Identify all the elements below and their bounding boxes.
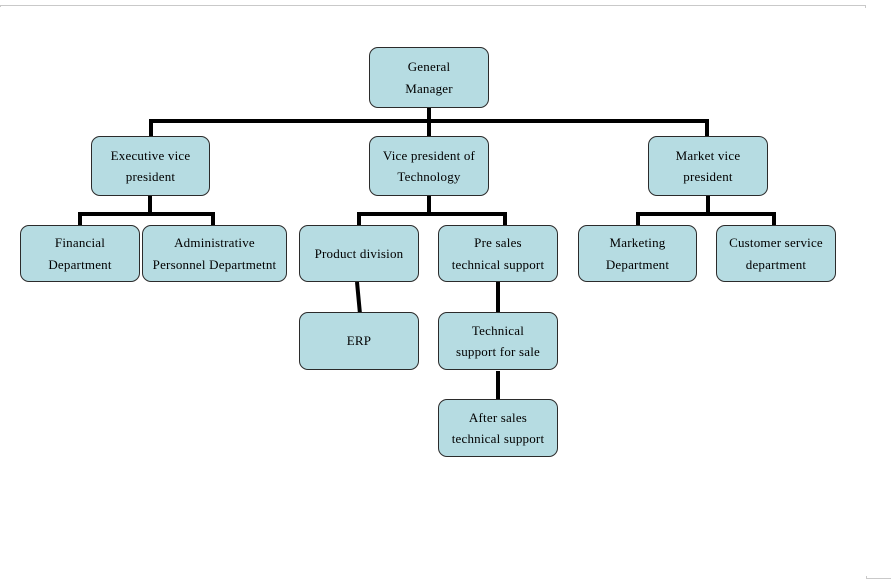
node-financial-department-line1: Financial (54, 235, 106, 251)
node-technical-support-for-sale-line2: support for sale (455, 344, 541, 359)
node-administrative-personnel-department-line1: Administrative (174, 235, 255, 251)
node-pre-sales-technical-support-line2: technical support (451, 256, 545, 272)
connector-evp-to-admin-personnel (211, 212, 215, 226)
node-product-division-line1: Product division (314, 245, 404, 261)
node-product-division[interactable]: Product division (299, 225, 419, 282)
node-erp[interactable]: ERP (299, 312, 419, 370)
page-frame-bottom-right-tick (866, 576, 867, 579)
connector-mvp-bus (636, 212, 776, 216)
node-general-manager[interactable]: General Manager (369, 47, 489, 108)
node-financial-department-line2: Department (48, 256, 112, 272)
connector-pre-sales-to-tech-support (496, 282, 500, 314)
connector-vpt-bus (357, 212, 507, 216)
node-marketing-department[interactable]: Marketing Department (578, 225, 697, 282)
node-financial-department[interactable]: Financial Department (20, 225, 140, 282)
node-vice-president-technology-line1: Vice president of (382, 147, 476, 163)
node-customer-service-department[interactable]: Customer service department (716, 225, 836, 282)
connector-vpt-to-pre-sales (503, 212, 507, 226)
connector-evp-stem (148, 195, 152, 214)
node-vice-president-technology[interactable]: Vice president of Technology (369, 136, 489, 196)
connector-vpt-to-product-division (357, 212, 361, 226)
connector-gm-to-mvp (705, 119, 709, 136)
node-administrative-personnel-department[interactable]: Administrative Personnel Departmetnt (142, 225, 287, 282)
connector-gm-to-vpt (427, 119, 431, 136)
node-executive-vice-president[interactable]: Executive vice president (91, 136, 210, 196)
connector-evp-to-financial (78, 212, 82, 226)
node-administrative-personnel-department-line2: Personnel Departmetnt (152, 256, 277, 272)
connector-gm-to-evp (149, 119, 153, 136)
node-customer-service-department-line2: department (745, 256, 807, 272)
connector-gm-stem (427, 108, 431, 122)
node-general-manager-line1: General (407, 59, 451, 75)
page-frame-top-right-tick (865, 5, 866, 8)
node-marketing-department-line1: Marketing (609, 235, 666, 251)
connector-mvp-stem (706, 195, 710, 214)
connector-product-division-to-erp (355, 281, 362, 315)
page-frame-left-tick (0, 5, 1, 7)
node-after-sales-technical-support[interactable]: After sales technical support (438, 399, 558, 457)
node-general-manager-line2: Manager (405, 80, 453, 96)
node-pre-sales-technical-support[interactable]: Pre sales technical support (438, 225, 558, 282)
node-executive-vice-president-line1: Executive vice (110, 147, 191, 163)
page-frame-bottom-line (866, 578, 891, 579)
node-pre-sales-technical-support-line1: Pre sales (474, 235, 522, 251)
connector-vpt-stem (427, 195, 431, 214)
node-market-vice-president-line2: president (683, 169, 733, 184)
node-marketing-department-line2: Department (605, 256, 670, 272)
connector-mvp-to-customer-service (772, 212, 776, 226)
node-vice-president-technology-line2: Technology (397, 169, 461, 184)
node-technical-support-for-sale-line1: Technical (471, 322, 525, 338)
connector-tech-support-to-after-sales (496, 371, 500, 400)
connector-mvp-to-marketing (636, 212, 640, 226)
node-technical-support-for-sale[interactable]: Technical support for sale (438, 312, 558, 370)
node-market-vice-president[interactable]: Market vice president (648, 136, 768, 196)
node-customer-service-department-line1: Customer service (729, 235, 823, 251)
node-market-vice-president-line1: Market vice (675, 147, 741, 163)
node-after-sales-technical-support-line1: After sales (468, 409, 528, 425)
node-executive-vice-president-line2: president (125, 169, 176, 184)
connector-evp-bus (78, 212, 215, 216)
node-erp-line1: ERP (346, 333, 372, 349)
node-after-sales-technical-support-line2: technical support (451, 431, 545, 446)
page-frame-top-line (0, 5, 866, 6)
